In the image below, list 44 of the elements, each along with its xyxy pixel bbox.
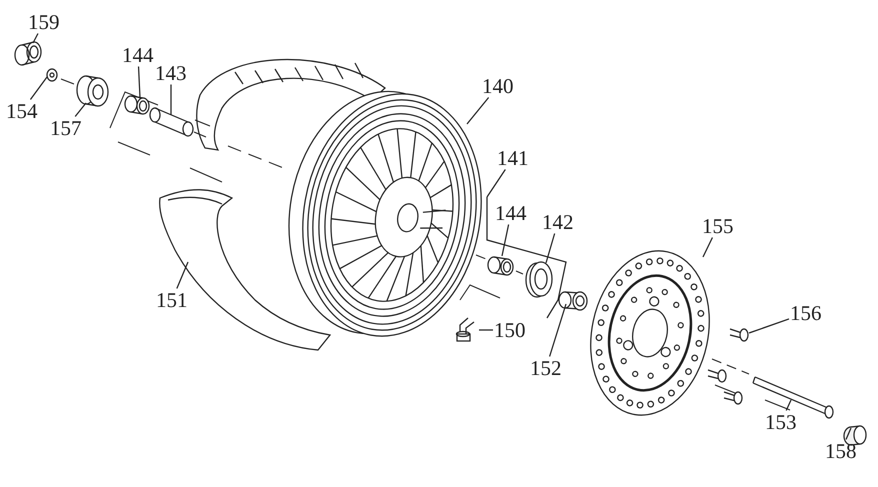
oil-seal-drawing <box>525 261 553 298</box>
callout-number: 159 <box>27 10 60 34</box>
collar-drawing <box>558 291 588 311</box>
callout-number: 141 <box>496 146 530 170</box>
callout-number: 156 <box>789 302 822 324</box>
callout-number: 142 <box>541 210 574 234</box>
callout-number: 157 <box>49 116 82 140</box>
nut-drawing <box>46 68 58 82</box>
callout-number: 158 <box>824 440 858 462</box>
bushing-drawing <box>124 95 150 115</box>
callout-number: 152 <box>529 356 562 380</box>
leader-line <box>176 262 189 289</box>
callout-number: 144 <box>121 44 154 66</box>
callout-number: 155 <box>701 214 734 238</box>
end-cap-drawing <box>14 41 42 66</box>
leader-line <box>74 102 86 117</box>
callout-number: 150 <box>493 318 526 342</box>
valve-drawing <box>456 317 475 342</box>
callout-number: 154 <box>5 100 38 122</box>
wheel-rim-drawing <box>288 90 482 337</box>
end-cap-drawing <box>843 425 867 446</box>
callout-number: 153 <box>764 410 798 434</box>
leader-line <box>486 169 506 198</box>
leader-line <box>748 318 790 334</box>
callout-number: 151 <box>155 288 188 312</box>
leader-line <box>30 76 48 100</box>
leader-line <box>466 97 490 124</box>
leader-line <box>845 428 852 440</box>
leader-line <box>702 237 713 258</box>
leader-line <box>545 233 556 264</box>
hub-cover-drawing <box>76 75 109 107</box>
callout-number: 140 <box>481 74 514 98</box>
leader-line <box>786 400 792 411</box>
brake-disc-drawing <box>590 250 710 416</box>
leader-line <box>32 33 38 44</box>
callout-number: 143 <box>154 62 188 84</box>
leader-line <box>170 84 172 115</box>
leader-line <box>549 304 567 357</box>
leader-line <box>501 224 510 256</box>
callout-number: 144 <box>494 202 528 224</box>
spacer-drawing <box>149 107 194 137</box>
bolt-drawing <box>707 328 749 405</box>
leader-line <box>479 329 493 331</box>
leader-line <box>138 66 141 98</box>
